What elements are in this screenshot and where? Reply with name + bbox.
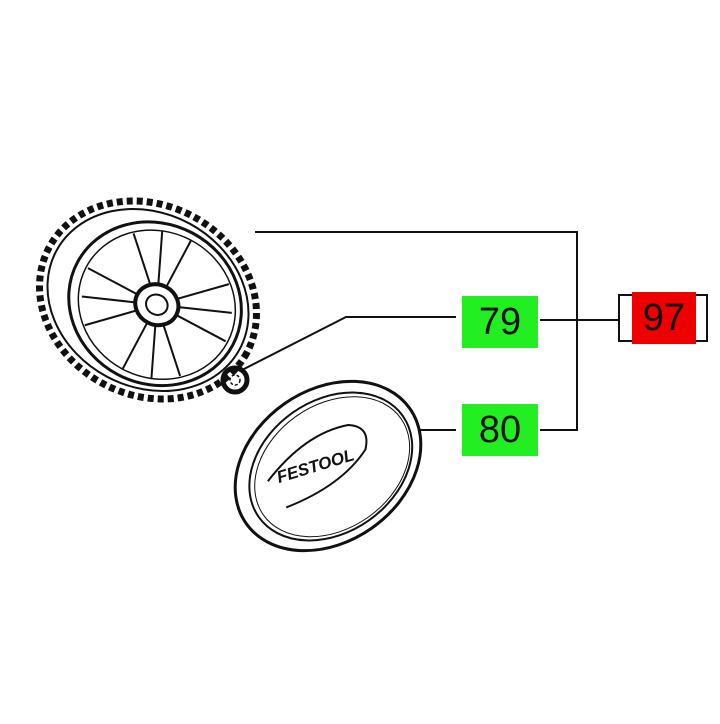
circlip-icon [220, 365, 250, 395]
leader-wheel-80 [255, 231, 578, 431]
callout-79[interactable]: 79 [462, 296, 538, 348]
hubcap-icon: FESTOOL [233, 379, 423, 553]
leader-circlip-79 [241, 316, 456, 371]
leader-lines [241, 231, 620, 431]
callout-80[interactable]: 80 [462, 404, 538, 456]
callout-97[interactable]: 97 [632, 292, 696, 344]
wheel-icon [36, 197, 260, 403]
